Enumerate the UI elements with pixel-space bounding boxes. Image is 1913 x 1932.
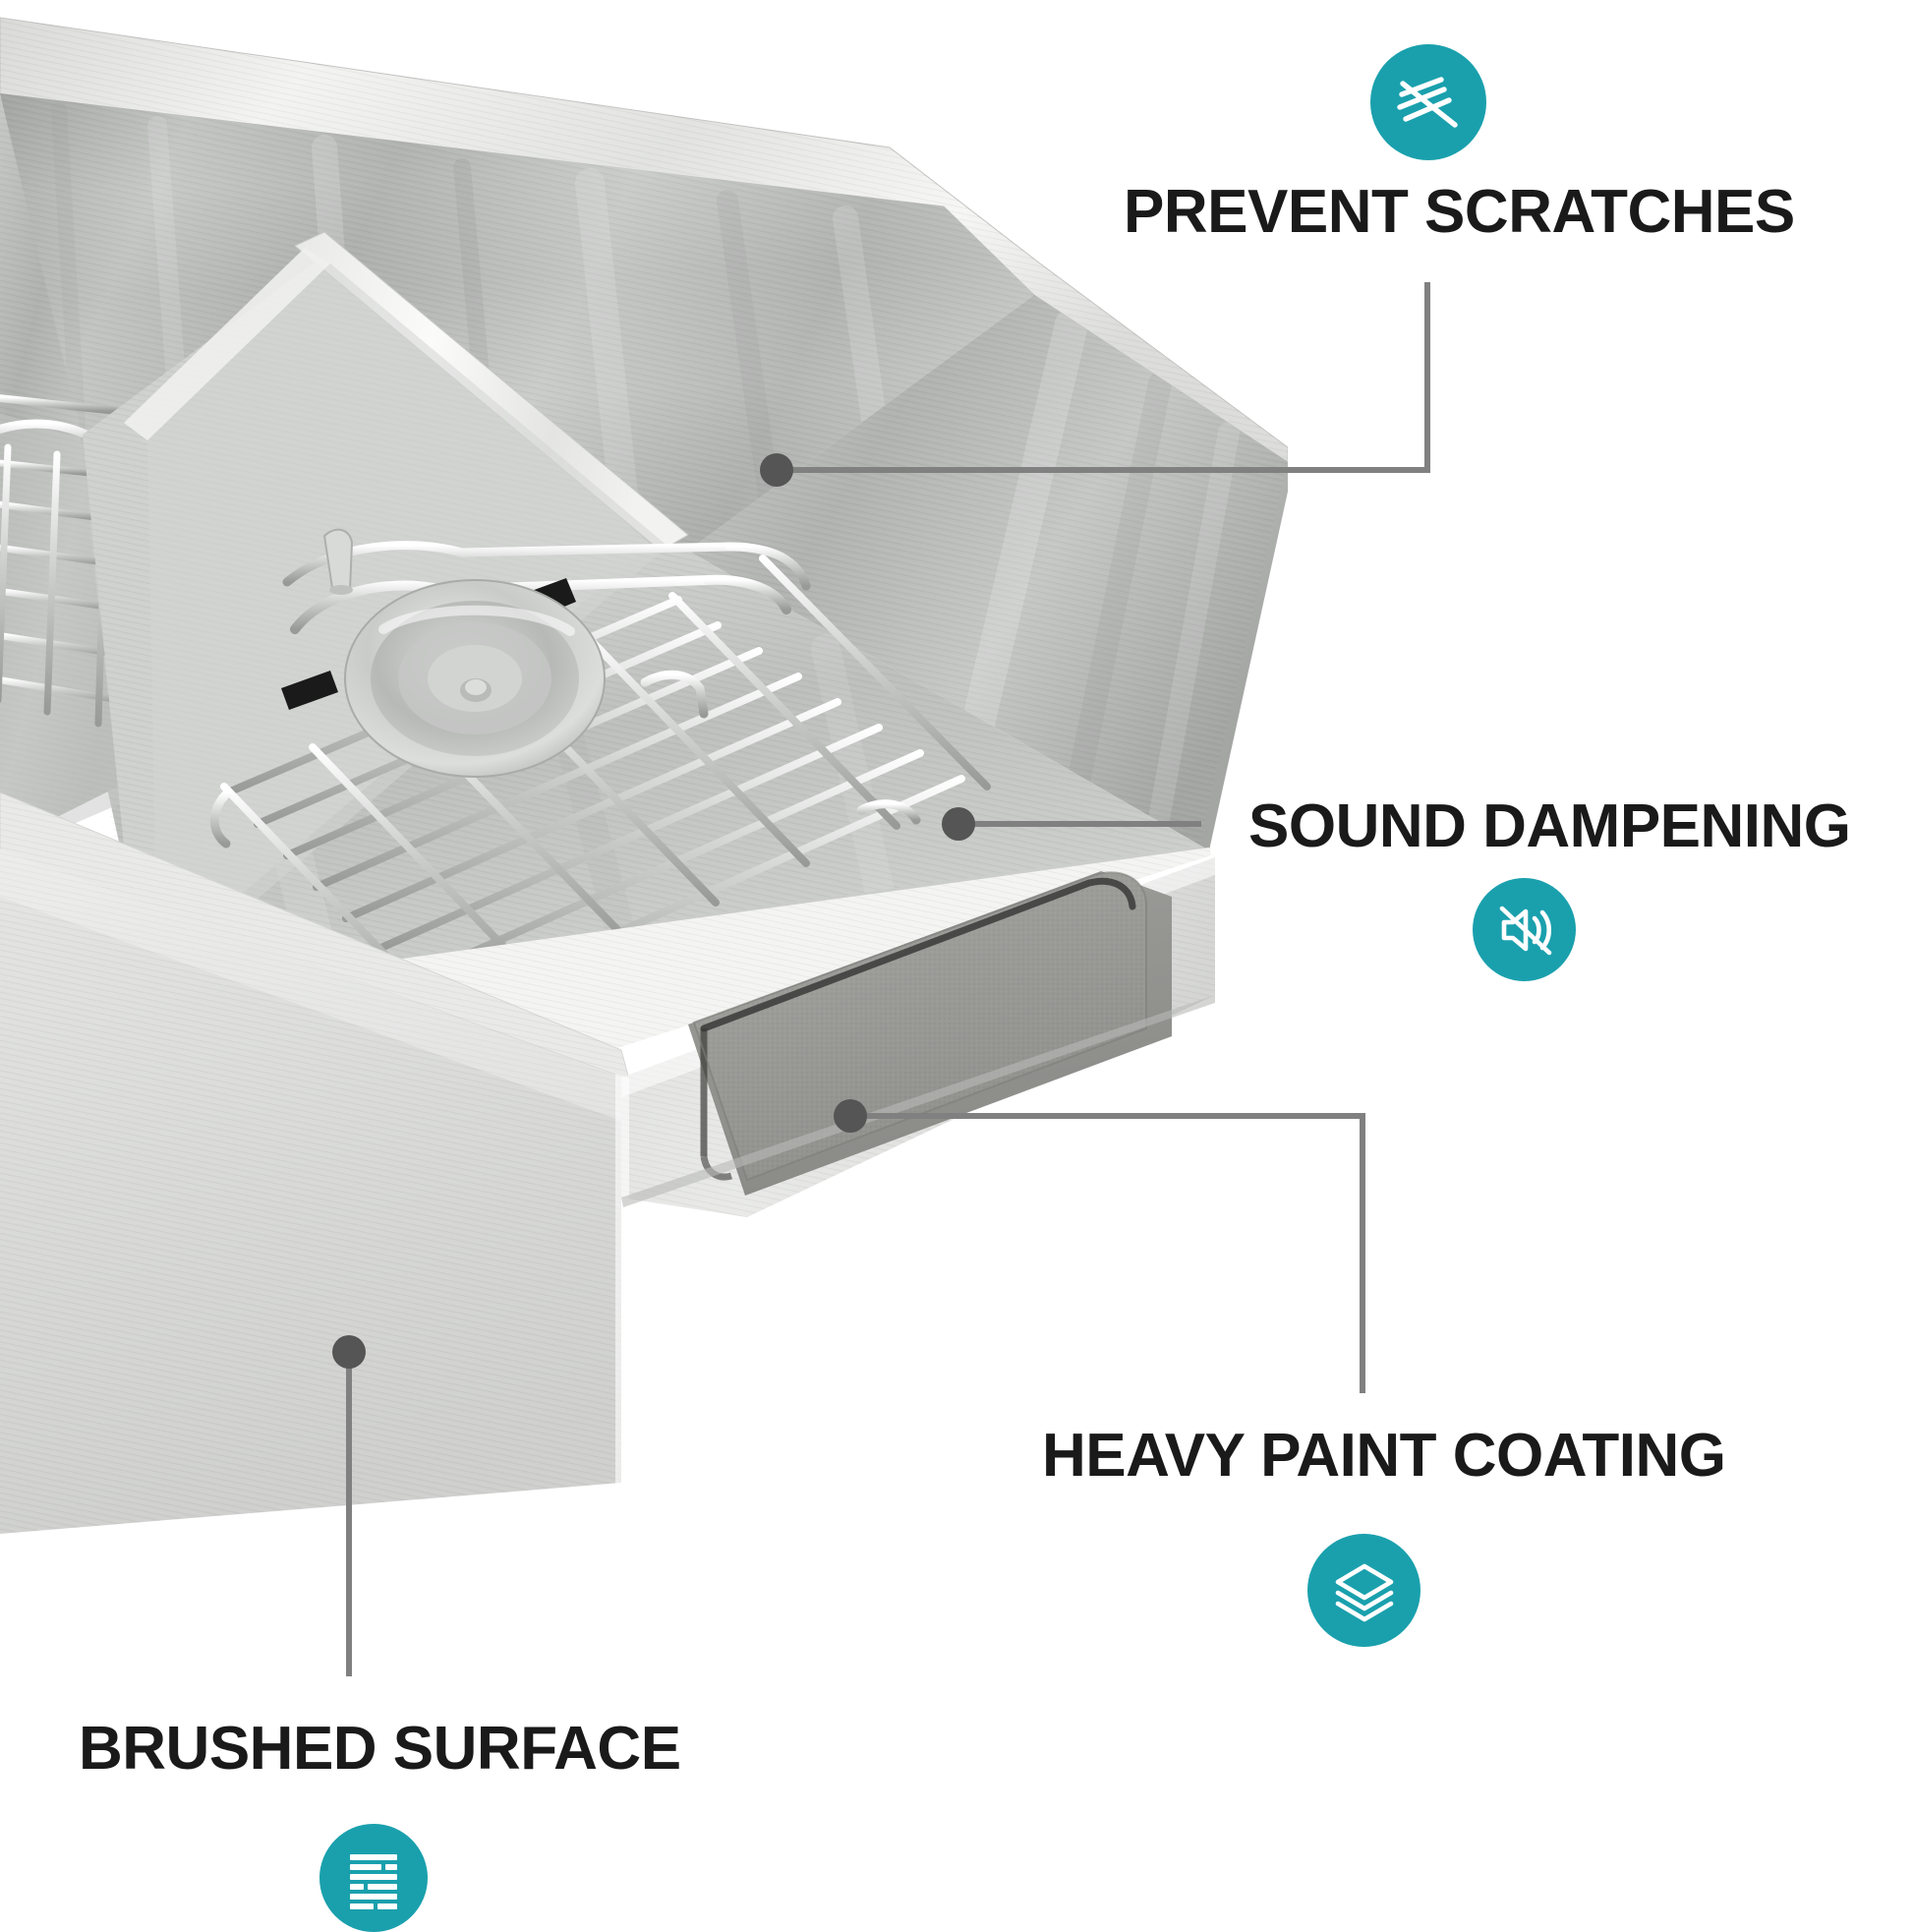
sound-dampening-label: SOUND DAMPENING <box>1248 792 1851 860</box>
muted-speaker-icon <box>1499 906 1551 955</box>
brushed-surface-label: BRUSHED SURFACE <box>79 1715 681 1783</box>
heavy-paint-coating-label: HEAVY PAINT COATING <box>1042 1422 1726 1490</box>
prevent-scratches-label: PREVENT SCRATCHES <box>1124 178 1795 246</box>
brushed-lines-icon <box>350 1854 397 1909</box>
brushed-surface-icon-badge <box>319 1824 428 1932</box>
sound-dampening-icon-badge <box>1473 878 1576 981</box>
prevent-scratches-icon-badge <box>1370 44 1486 160</box>
heavy-paint-coating-icon-badge <box>1307 1534 1420 1647</box>
scratch-resistant-icon <box>1397 77 1458 128</box>
layers-stack-icon <box>1335 1563 1393 1621</box>
product-photo <box>0 17 1288 1534</box>
